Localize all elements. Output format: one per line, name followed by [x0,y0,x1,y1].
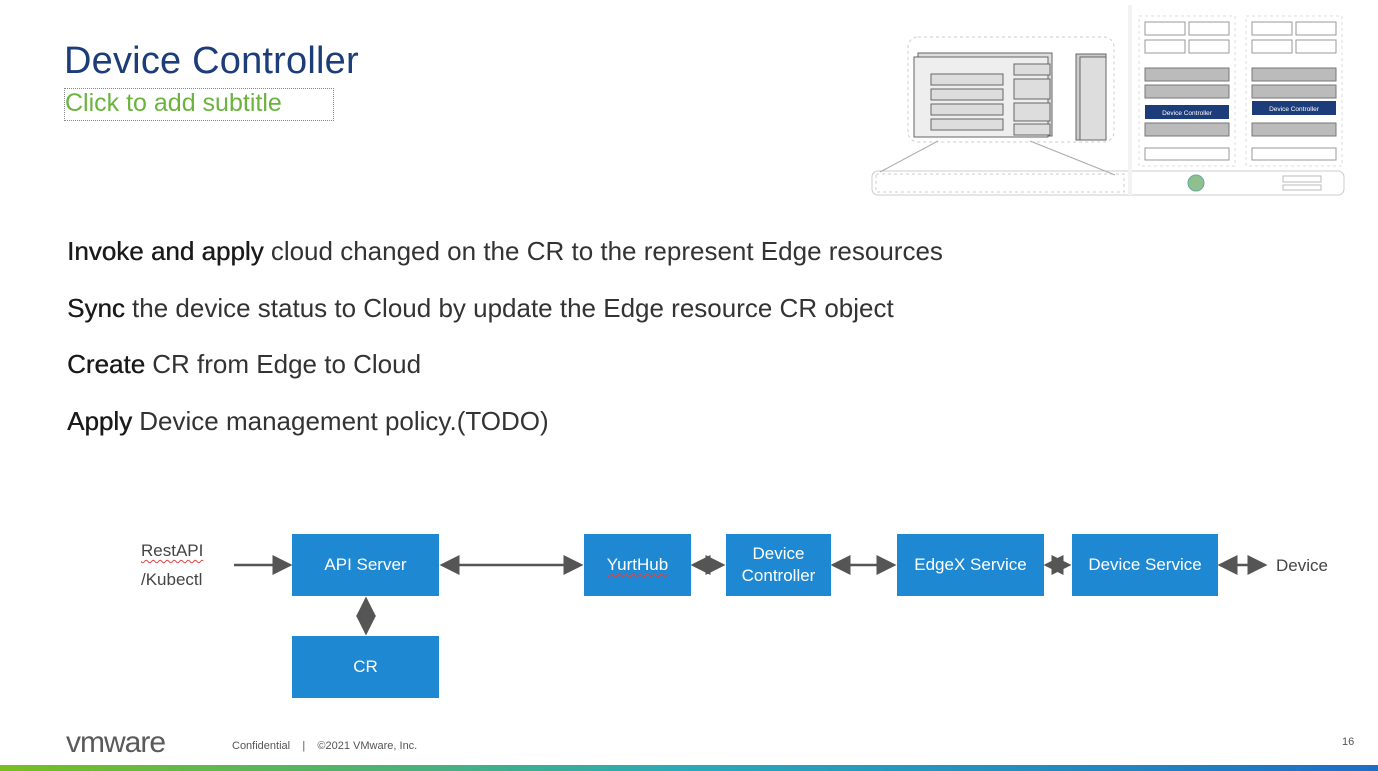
restapi-label: RestAPI [141,541,204,560]
bullet-item: Create CR from Edge to Cloud [67,347,943,404]
device-service-box: Device Service [1072,534,1218,596]
bullet-item: Invoke and apply cloud changed on the CR… [67,234,943,291]
kubectl-label: /Kubectl [141,570,203,589]
bullet-bold-text: Create [67,349,146,379]
source-label: RestAPI /Kubectl [141,536,203,594]
vmware-logo: vmware [66,726,166,759]
yurthub-label: YurtHub [606,555,669,574]
device-controller-box: Device Controller [726,534,831,596]
copyright-label: ©2021 VMware, Inc. [317,740,418,752]
bullet-list: Invoke and apply cloud changed on the CR… [67,234,943,460]
slide-title: Device Controller [64,40,359,82]
bullet-text: CR from Edge to Cloud [145,349,422,379]
bullet-bold-text: Sync [67,292,125,323]
device-label: Device [1276,556,1328,575]
bullet-text: cloud changed on the CR to the represent… [263,236,943,266]
yurthub-box: YurtHub [584,534,691,596]
edgex-service-box: EdgeX Service [897,534,1044,596]
bullet-text: the device status to Cloud by update the… [124,292,894,323]
bullet-bold-text: Invoke and apply [67,236,264,266]
footer-separator: | [302,740,306,752]
confidential-label: Confidential [232,740,291,752]
bottom-gradient-bar [0,765,1378,771]
bullet-item: Apply Device management policy.(TODO) [67,404,943,461]
device-controller-label: Controller [741,566,816,585]
footer-text: Confidential | ©2021 VMware, Inc. [232,740,417,752]
page-number: 16 [1342,736,1355,748]
api-server-box: API Server [292,534,439,596]
bullet-text: Device management policy.(TODO) [132,405,549,436]
bullet-bold-text: Apply [67,405,133,436]
cr-box: CR [292,636,439,698]
subtitle-placeholder[interactable]: Click to add subtitle [64,88,334,121]
device-controller-label: Device [752,544,805,563]
bullet-item: Sync the device status to Cloud by updat… [67,291,943,348]
thumbnail-label: Device Controller [1269,106,1320,113]
thumbnail-label: Device Controller [1162,110,1213,117]
